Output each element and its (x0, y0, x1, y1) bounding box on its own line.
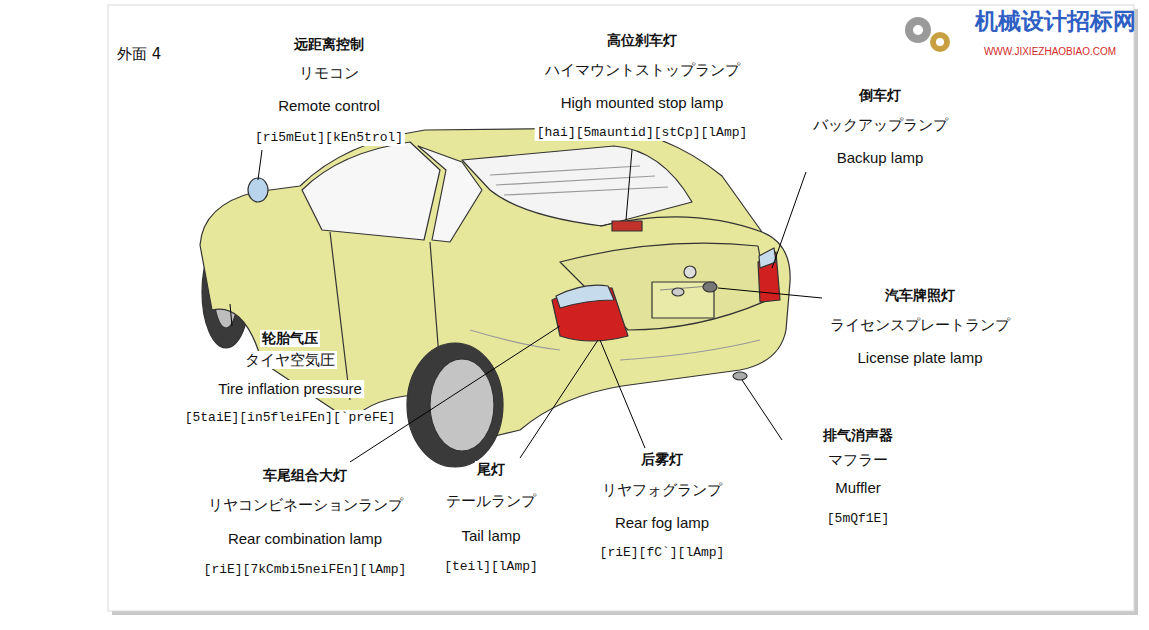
japanese-label: リヤコンビネーションランプ (206, 496, 405, 514)
chinese-label: 尾灯 (475, 461, 507, 478)
chinese-label: 汽车牌照灯 (883, 287, 957, 304)
chinese-label: 排气消声器 (821, 427, 895, 444)
japanese-label: マフラー (826, 451, 890, 469)
watermark-url: WWW.JIXIEZHAOBIAO.COM (982, 46, 1118, 58)
english-label: Rear combination lamp (226, 530, 384, 548)
japanese-label: バックアップランプ (811, 116, 950, 134)
chinese-label: 倒车灯 (857, 87, 903, 104)
phonetic-label: [5mQf1E] (825, 511, 891, 527)
japanese-label: テールランプ (444, 492, 538, 510)
phonetic-label: [5taiE][in5fleiFEn][`preFE] (183, 410, 398, 426)
english-label: Tail lamp (459, 527, 522, 545)
page-title: 外面 4 (115, 45, 163, 63)
phonetic-label: [teil][lAmp] (442, 559, 540, 575)
phonetic-label: [ri5mEut][kEn5trol] (253, 130, 405, 146)
japanese-label: ライセンスプレートランプ (828, 316, 1012, 334)
chinese-label: 轮胎气压 (260, 330, 320, 347)
japanese-label: リヤフォグランプ (600, 481, 724, 499)
phonetic-label: [riE][fC`][lAmp] (598, 545, 727, 561)
japanese-label: タイヤ空気圧 (243, 351, 337, 369)
english-label: High mounted stop lamp (559, 94, 726, 112)
chinese-label: 车尾组合大灯 (261, 467, 349, 484)
english-label: Remote control (276, 97, 382, 115)
phonetic-label: [riE][7kCmbi5neiFEn][lAmp] (202, 562, 409, 578)
english-label: Tire inflation pressure (216, 380, 364, 398)
english-label: Backup lamp (835, 149, 926, 167)
chinese-label: 远距离控制 (292, 36, 366, 53)
english-label: Muffler (833, 479, 883, 497)
frame (108, 5, 1134, 611)
japanese-label: ハイマウントストップランプ (543, 61, 742, 79)
japanese-label: リモコン (297, 64, 361, 82)
watermark: 机械设计招标网 (973, 8, 1138, 36)
phonetic-label: [hai][5mauntid][stCp][lAmp] (535, 125, 750, 141)
chinese-label: 高位刹车灯 (605, 32, 679, 49)
chinese-label: 后雾灯 (639, 451, 685, 468)
english-label: License plate lamp (855, 349, 984, 367)
english-label: Rear fog lamp (613, 514, 711, 532)
logo-gears (905, 17, 950, 52)
